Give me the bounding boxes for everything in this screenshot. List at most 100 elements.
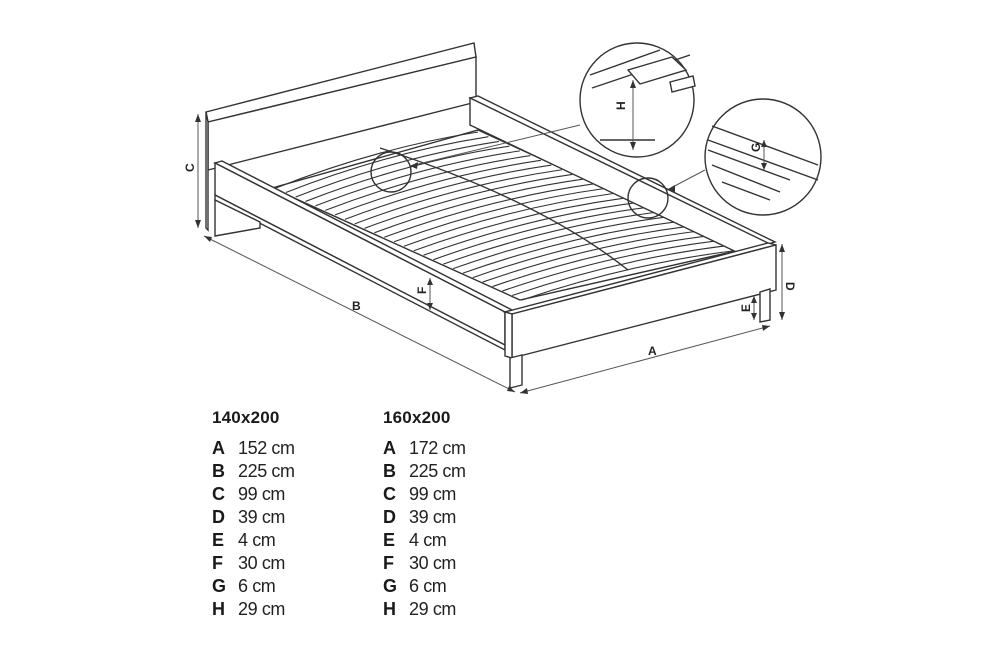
dimension-value: 225 cm xyxy=(409,461,466,481)
dimension-key: B xyxy=(212,461,225,481)
dimension-key: E xyxy=(383,530,396,550)
dimension-value: 225 cm xyxy=(238,461,295,481)
dimension-value: 6 cm xyxy=(238,576,276,596)
table-row: F 30 cm xyxy=(212,552,295,575)
table-rows: A 172 cm B 225 cm C 99 cm D 39 cm E 4 cm F 30 cm G 6 … xyxy=(383,437,466,621)
slat xyxy=(295,140,500,198)
slat xyxy=(502,240,720,292)
slat xyxy=(275,131,479,189)
dimension-value: 30 cm xyxy=(409,553,457,573)
slat xyxy=(354,169,562,225)
label-d: D xyxy=(783,282,797,291)
slat xyxy=(433,206,646,261)
dimension-key: F xyxy=(383,553,394,573)
slat xyxy=(423,202,636,256)
dimension-key: D xyxy=(383,507,396,527)
table-row: C 99 cm xyxy=(212,483,295,506)
table-title: 140x200 xyxy=(212,408,280,427)
dimension-key: G xyxy=(212,576,227,596)
label-a: A xyxy=(648,344,657,358)
slats xyxy=(275,131,741,301)
dimension-value: 4 cm xyxy=(238,530,276,550)
slat xyxy=(482,230,699,283)
dimension-d: D xyxy=(779,244,797,320)
dimension-key: G xyxy=(383,576,398,596)
footboard xyxy=(502,242,777,359)
slat-frame xyxy=(269,129,743,301)
slat xyxy=(334,159,541,216)
slat xyxy=(443,211,657,265)
dimension-value: 4 cm xyxy=(409,530,447,550)
slat xyxy=(472,225,688,279)
slat xyxy=(325,155,531,211)
slat xyxy=(403,192,615,247)
slat xyxy=(393,188,604,243)
label-e: E xyxy=(739,304,753,312)
table-row: C 99 cm xyxy=(383,483,466,506)
label-c: C xyxy=(183,163,197,172)
dimension-key: A xyxy=(212,438,225,458)
table-row: A 152 cm xyxy=(212,437,295,460)
dimension-value: 29 cm xyxy=(409,599,457,619)
table-row: G 6 cm xyxy=(212,575,295,598)
detail-circle-g: G xyxy=(704,98,822,216)
dimension-key: H xyxy=(212,599,225,619)
label-f: F xyxy=(415,287,429,294)
slat xyxy=(384,183,594,238)
dimension-e: E xyxy=(739,296,757,320)
label-h: H xyxy=(614,101,628,110)
table-row: H 29 cm xyxy=(383,598,466,621)
legs xyxy=(509,288,771,389)
slat xyxy=(452,216,667,270)
dimension-value: 172 cm xyxy=(409,438,466,458)
detail-markers xyxy=(370,124,706,219)
dimension-a: A xyxy=(519,325,771,394)
table-row: D 39 cm xyxy=(383,506,466,529)
table-row: E 4 cm xyxy=(212,529,295,552)
dimension-value: 99 cm xyxy=(409,484,457,504)
dimension-key: H xyxy=(383,599,396,619)
table-row: F 30 cm xyxy=(383,552,466,575)
dimension-f: F xyxy=(415,278,433,310)
dimension-b: B xyxy=(203,235,516,393)
slat xyxy=(462,221,678,274)
dimension-value: 39 cm xyxy=(238,507,286,527)
dimension-value: 99 cm xyxy=(238,484,286,504)
dimension-key: B xyxy=(383,461,396,481)
slat xyxy=(305,145,510,202)
detail-circle-h: H xyxy=(579,42,696,158)
slat xyxy=(492,235,709,288)
dimension-key: C xyxy=(383,484,396,504)
slat xyxy=(344,164,552,220)
dimension-key: C xyxy=(212,484,225,504)
dimension-c: C xyxy=(183,114,201,228)
slat xyxy=(374,178,583,234)
dimension-value: 29 cm xyxy=(238,599,286,619)
slat xyxy=(413,197,625,252)
slat xyxy=(285,136,489,193)
table-rows: A 152 cm B 225 cm C 99 cm D 39 cm E 4 cm F 30 cm G 6 … xyxy=(212,437,295,621)
table-row: E 4 cm xyxy=(383,529,466,552)
table-row: B 225 cm xyxy=(212,460,295,483)
table-row: B 225 cm xyxy=(383,460,466,483)
dimension-key: A xyxy=(383,438,396,458)
headboard xyxy=(205,42,477,232)
left-side-rail xyxy=(213,160,514,352)
dimension-value: 30 cm xyxy=(238,553,286,573)
table-row: G 6 cm xyxy=(383,575,466,598)
label-b: B xyxy=(352,299,361,313)
dimension-value: 39 cm xyxy=(409,507,457,527)
dimension-key: D xyxy=(212,507,225,527)
dimension-key: E xyxy=(212,530,225,550)
table-row: H 29 cm xyxy=(212,598,295,621)
dimension-value: 152 cm xyxy=(238,438,295,458)
dimension-key: F xyxy=(212,553,223,573)
bed-dimension-drawing: H G C B A D xyxy=(183,42,822,394)
table-row: D 39 cm xyxy=(212,506,295,529)
slat xyxy=(521,249,741,301)
slat xyxy=(364,173,573,229)
table-title: 160x200 xyxy=(383,408,451,427)
dimension-value: 6 cm xyxy=(409,576,447,596)
